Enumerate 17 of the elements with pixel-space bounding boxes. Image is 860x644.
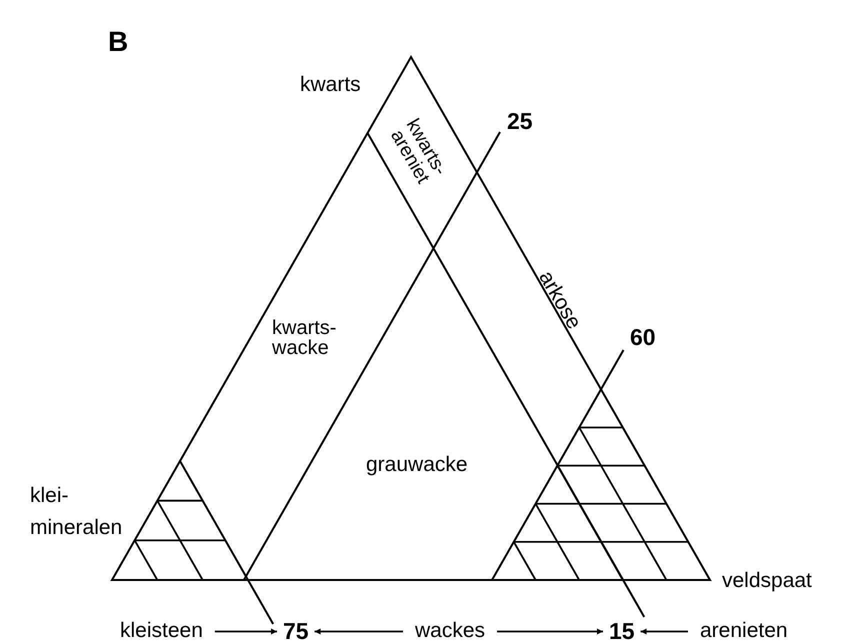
arrow	[497, 628, 603, 634]
arrow	[640, 628, 688, 634]
field-label: grauwacke	[366, 454, 468, 475]
vertex-label: klei- mineralen	[30, 483, 124, 540]
field-label: kwarts- wacke	[272, 318, 338, 358]
axis-value: 75	[283, 620, 309, 643]
vertex-label: veldspaat	[722, 570, 812, 591]
axis-value: 25	[507, 110, 533, 133]
arrow	[314, 628, 403, 634]
axis-value: 15	[609, 620, 635, 643]
rock-class-label: kleisteen	[120, 620, 203, 641]
arrow	[214, 628, 277, 634]
rock-class-label: arenieten	[700, 620, 788, 641]
panel-letter: B	[108, 28, 128, 56]
vertex-label: kwarts	[300, 74, 361, 95]
rock-class-label: wackes	[415, 620, 486, 641]
axis-value: 60	[630, 326, 656, 349]
